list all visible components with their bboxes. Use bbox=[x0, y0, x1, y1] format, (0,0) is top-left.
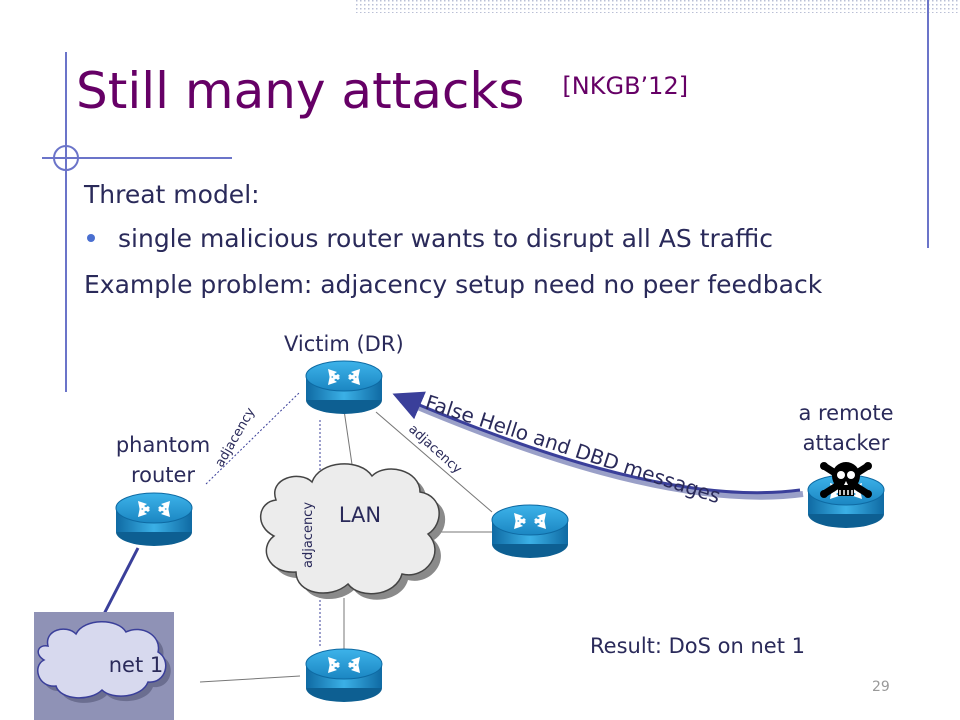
net1-label: net 1 bbox=[109, 653, 164, 677]
lan-label: LAN bbox=[339, 503, 381, 527]
citation-ref: [NKGB’12] bbox=[562, 72, 689, 100]
phantom-net1-link bbox=[102, 547, 140, 615]
attack-arrow bbox=[392, 391, 801, 495]
attacker-label: a remote attacker bbox=[790, 398, 902, 458]
adjacency-label-right: adjacency bbox=[405, 422, 464, 478]
skull-icon bbox=[820, 462, 872, 498]
bullet-icon bbox=[87, 234, 95, 242]
example-problem-text: Example problem: adjacency setup need no… bbox=[84, 270, 823, 299]
victim-right-router-link bbox=[375, 411, 493, 513]
phantom-label-line1: phantom bbox=[115, 433, 211, 457]
victim-label: Victim (DR) bbox=[284, 332, 404, 356]
frame-circle-ornament bbox=[53, 145, 79, 171]
net1-bottom-router-link bbox=[199, 675, 301, 683]
slide-title: Still many attacks [NKGB’12] bbox=[76, 62, 688, 120]
phantom-label-line2: router bbox=[130, 463, 196, 487]
adjacency-label-left: adjacency bbox=[212, 405, 258, 470]
adjacency-label-lan: adjacency bbox=[301, 502, 316, 568]
bullet-text: single malicious router wants to disrupt… bbox=[118, 224, 774, 253]
phantom-victim-adjacency-line bbox=[205, 391, 301, 485]
top-dotted-band bbox=[355, 0, 960, 13]
threat-model-heading: Threat model: bbox=[84, 180, 260, 209]
phantom-router-label: phantom router bbox=[108, 430, 218, 490]
attack-arrow-shadow bbox=[399, 397, 804, 500]
attacker-label-line1: a remote bbox=[798, 401, 894, 425]
phantom-router-icon bbox=[115, 492, 193, 547]
page-number: 29 bbox=[872, 679, 890, 695]
attacker-label-line2: attacker bbox=[802, 431, 890, 455]
lan-cloud bbox=[259, 463, 446, 600]
victim-router-icon bbox=[305, 360, 383, 415]
title-text: Still many attacks bbox=[76, 62, 525, 120]
right-router-icon bbox=[491, 504, 569, 559]
net1-cloud bbox=[37, 621, 171, 703]
result-label: Result: DoS on net 1 bbox=[590, 634, 805, 658]
bottom-router-icon bbox=[305, 648, 383, 703]
